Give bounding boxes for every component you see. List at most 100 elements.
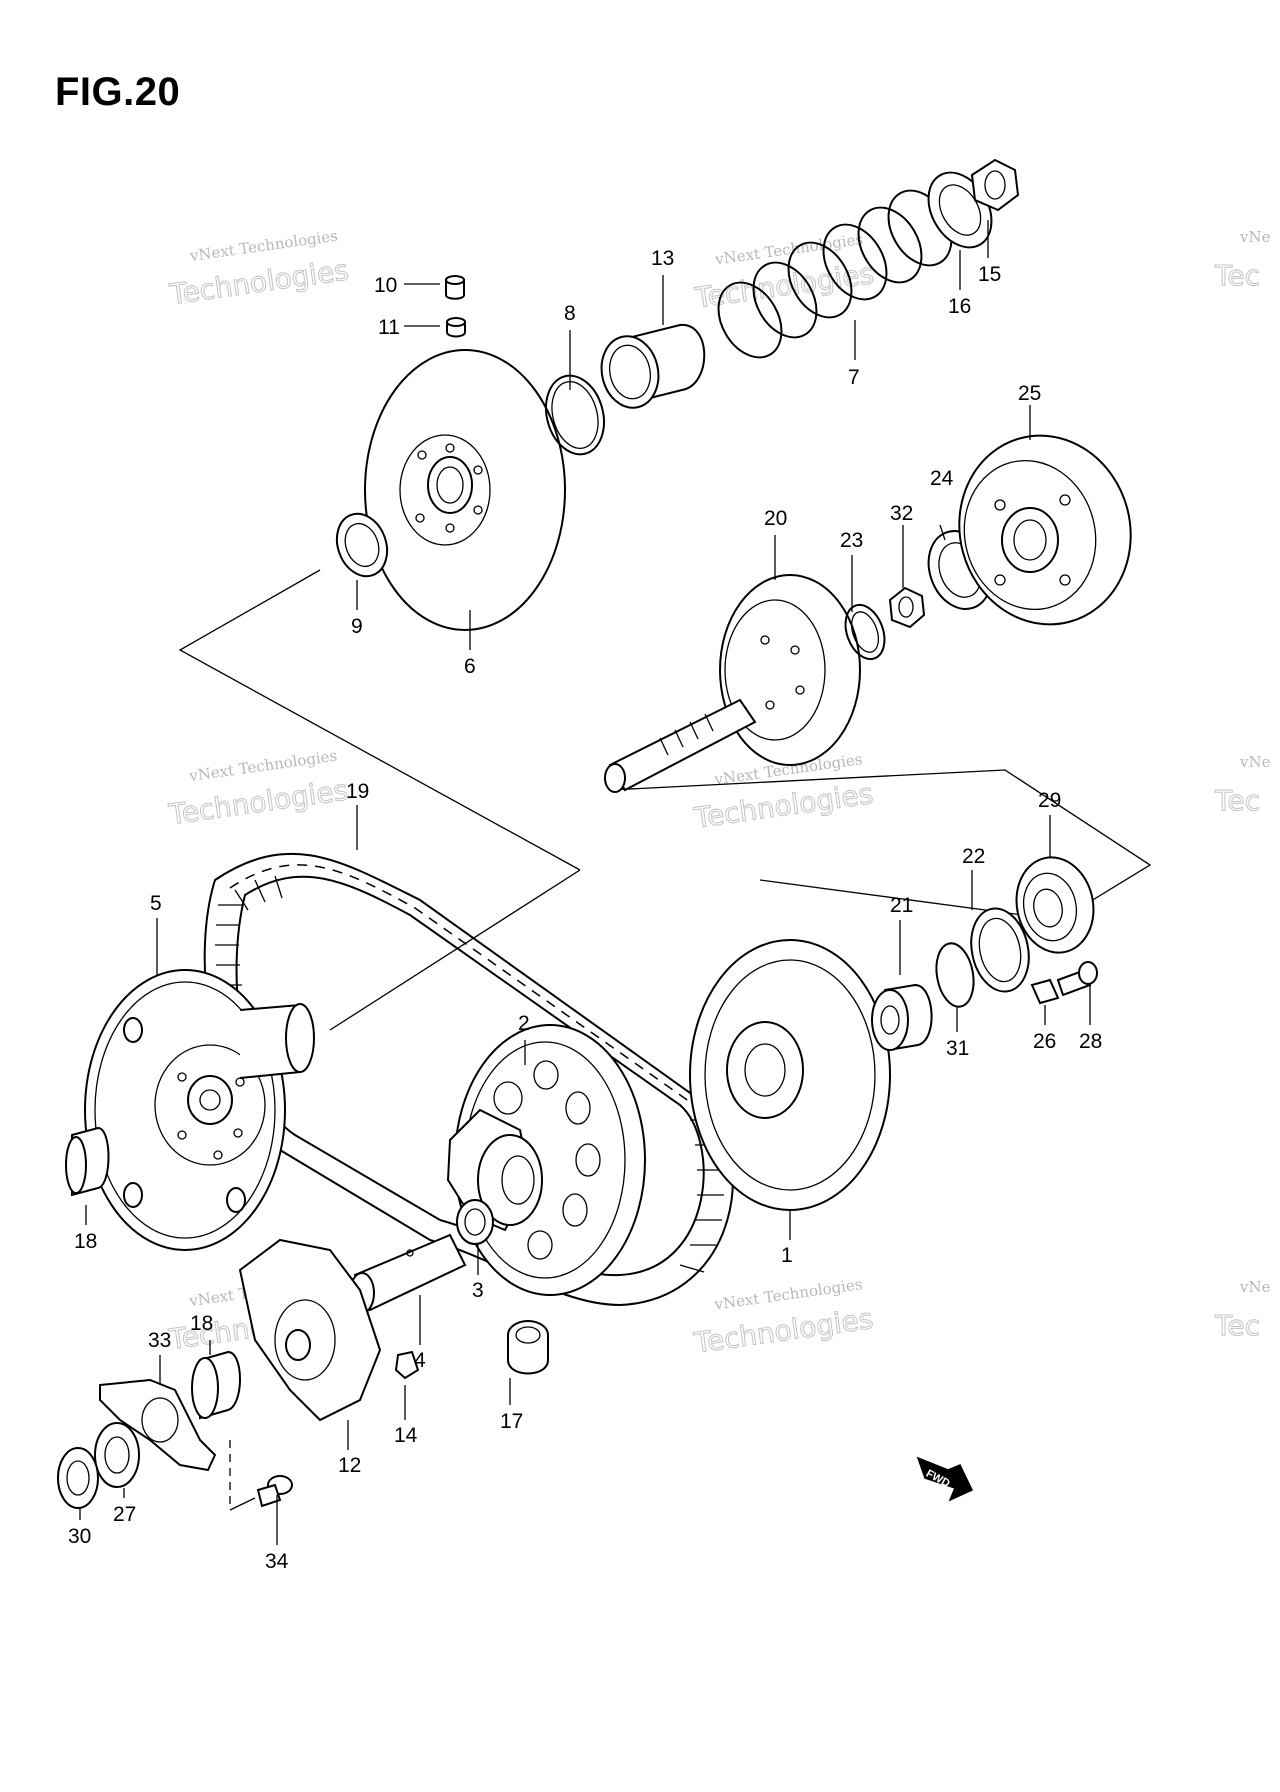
callout-29: 29 bbox=[1038, 789, 1061, 812]
spacer-shaft bbox=[349, 1233, 467, 1314]
circlip-22 bbox=[970, 907, 1030, 993]
plate-pin bbox=[226, 1187, 246, 1213]
guide-line-lower bbox=[329, 869, 581, 1031]
seal-inner bbox=[66, 1460, 90, 1496]
callout-34: 34 bbox=[265, 1550, 289, 1573]
spring-collar-13 bbox=[600, 323, 706, 409]
callout-28: 28 bbox=[1079, 1030, 1102, 1053]
collar-outer bbox=[456, 1199, 494, 1245]
spacer-21 bbox=[871, 983, 933, 1052]
callout-12: 12 bbox=[338, 1454, 361, 1477]
callout-18: 18 bbox=[74, 1230, 97, 1253]
bushing bbox=[65, 1126, 110, 1197]
callout-27: 27 bbox=[113, 1503, 136, 1526]
shaft-splines bbox=[659, 713, 714, 756]
plate-spline bbox=[199, 1089, 221, 1111]
clutch-shoe-plate bbox=[963, 459, 1097, 611]
callout-25: 25 bbox=[1018, 382, 1041, 405]
callout-31: 31 bbox=[946, 1037, 969, 1060]
callout-30: 30 bbox=[68, 1525, 91, 1548]
plate-hub-ring bbox=[154, 1044, 266, 1166]
guide-line-bolt-end bbox=[229, 1497, 256, 1511]
callout-32: 32 bbox=[890, 502, 913, 525]
needle-bearing bbox=[507, 1320, 549, 1375]
drive-roller-slots bbox=[493, 1060, 601, 1260]
nut-15 bbox=[970, 158, 1020, 212]
circlip-outer bbox=[970, 907, 1030, 993]
bearing-bore bbox=[1033, 888, 1063, 928]
bearing-outer bbox=[1015, 856, 1095, 954]
callout-15: 15 bbox=[978, 263, 1001, 286]
guide-pin-10 bbox=[445, 279, 465, 300]
driven-face-hub bbox=[726, 1021, 804, 1119]
callout-18-lower: 18 bbox=[190, 1312, 213, 1335]
driven-face-hub-ring bbox=[399, 434, 491, 546]
forward-direction-arrow: FWD bbox=[916, 1456, 974, 1502]
seal-outer bbox=[94, 1422, 140, 1488]
seal-outer bbox=[57, 1447, 99, 1509]
guide-line-right bbox=[609, 769, 1152, 921]
driven-shaft bbox=[604, 574, 861, 793]
nut-32 bbox=[888, 586, 926, 629]
callout-26: 26 bbox=[1033, 1030, 1056, 1053]
moveable-driven-face bbox=[364, 349, 566, 631]
circlip-inner bbox=[978, 917, 1022, 983]
pin-head bbox=[445, 275, 465, 285]
watermark-edge-small: vNe bbox=[1239, 753, 1271, 771]
callout-22: 22 bbox=[962, 845, 985, 868]
driven-face-rim bbox=[704, 959, 876, 1191]
bracket-hole bbox=[141, 1397, 179, 1443]
callout-16: 16 bbox=[948, 295, 971, 318]
clutch-shoe-hub bbox=[1001, 507, 1059, 573]
callout-9: 9 bbox=[351, 615, 363, 638]
plate-pin bbox=[123, 1017, 143, 1043]
bearing-body bbox=[507, 1335, 549, 1375]
watermark-edge-big: Tec bbox=[1214, 259, 1260, 292]
o-ring-23 bbox=[844, 603, 886, 661]
drive-face-plate bbox=[84, 969, 315, 1251]
nut-body bbox=[888, 586, 926, 629]
clutch-housing bbox=[719, 574, 861, 766]
driven-face bbox=[689, 939, 891, 1211]
callout-13: 13 bbox=[651, 247, 674, 270]
bolt-head bbox=[1078, 961, 1098, 985]
watermark-group: vNext Technologies Technologies vNext Te… bbox=[166, 227, 1271, 1361]
clutch-shoe-assembly bbox=[958, 434, 1132, 626]
collar-inner bbox=[464, 1208, 486, 1236]
movable-drive-assembly bbox=[446, 1024, 646, 1296]
callout-labels: 1 2 3 4 5 6 7 8 9 10 11 12 13 14 15 16 1… bbox=[68, 247, 1102, 1573]
watermark-edge-big: Tec bbox=[1214, 1309, 1260, 1342]
callout-11: 11 bbox=[378, 316, 400, 339]
oil-seal-30 bbox=[57, 1447, 99, 1509]
callout-8: 8 bbox=[564, 302, 576, 325]
callout-leaders bbox=[79, 220, 1091, 1545]
callout-19: 19 bbox=[346, 780, 369, 803]
callout-3: 3 bbox=[472, 1279, 484, 1302]
bolt-28 bbox=[1056, 961, 1098, 997]
ramp-plate-hub bbox=[274, 1299, 336, 1381]
seal-inner bbox=[344, 522, 380, 568]
shaft-end bbox=[604, 763, 626, 793]
callout-5: 5 bbox=[150, 892, 162, 915]
callout-21: 21 bbox=[890, 894, 913, 917]
plate-pin bbox=[123, 1182, 143, 1208]
seal-inner bbox=[104, 1436, 130, 1474]
ramp-plate bbox=[238, 1238, 382, 1422]
plate-center bbox=[187, 1075, 233, 1125]
clutch-housing-flange bbox=[724, 599, 826, 741]
watermark-edge-small: vNe bbox=[1239, 228, 1271, 246]
watermark-edge-big: Tec bbox=[1214, 784, 1260, 817]
drive-hub bbox=[477, 1134, 543, 1226]
belt-centerline bbox=[229, 864, 691, 1103]
plate-boss-end bbox=[285, 1003, 315, 1073]
fwd-arrow-shape bbox=[916, 1456, 974, 1502]
callout-4: 4 bbox=[414, 1349, 426, 1372]
callout-7: 7 bbox=[848, 366, 860, 389]
bearing-29 bbox=[1015, 856, 1095, 954]
callout-2: 2 bbox=[518, 1012, 530, 1035]
drive-hub-bore bbox=[501, 1155, 535, 1205]
oil-seal-27 bbox=[94, 1422, 140, 1488]
bracket bbox=[99, 1378, 217, 1472]
ramp-plate-body bbox=[238, 1238, 382, 1422]
